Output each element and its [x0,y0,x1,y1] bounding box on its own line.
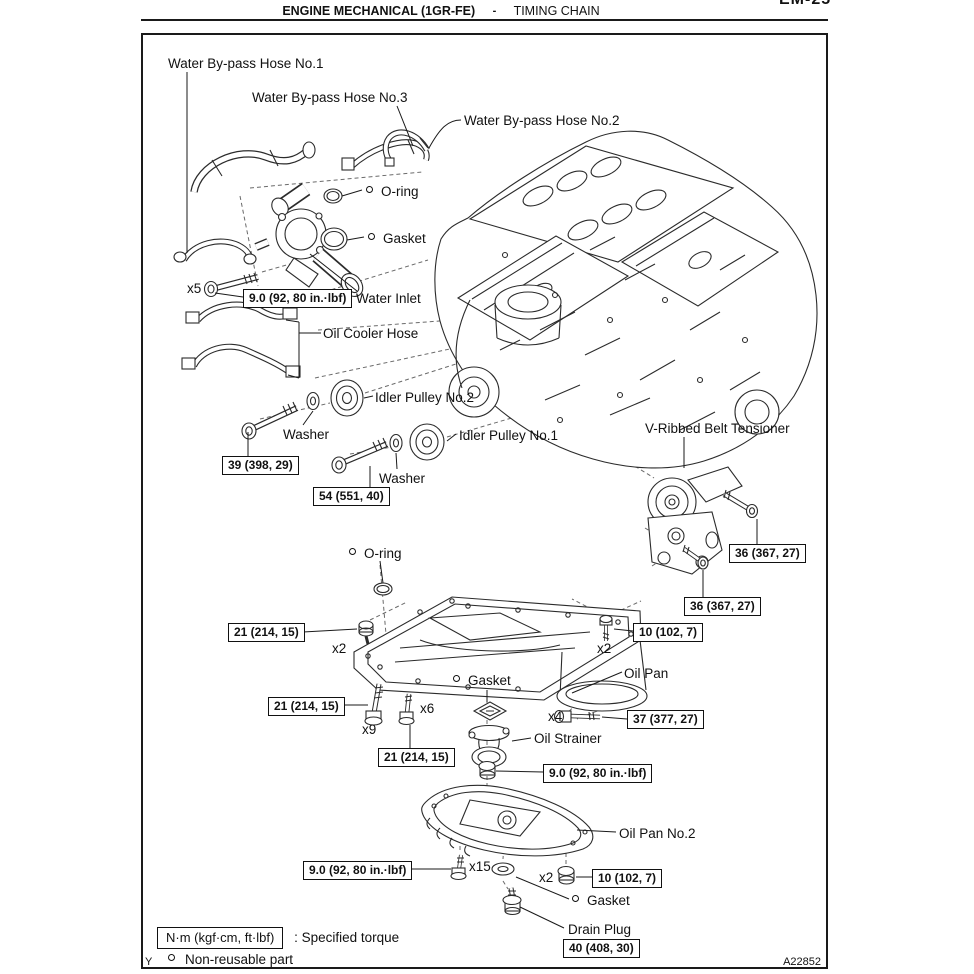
header-rule [141,19,828,21]
legend-torque-row: N·m (kgf·cm, ft·lbf) : Specified torque [157,927,577,949]
torque-legend-box: N·m (kgf·cm, ft·lbf) [157,927,284,949]
figure-frame: N·m (kgf·cm, ft·lbf) : Specified torque … [141,33,828,969]
corner-mark: Y [145,956,153,968]
header-subsection: TIMING CHAIN [513,4,600,18]
non-reusable-marker-icon [168,954,175,961]
figure-code: A22852 [783,956,821,968]
page-header: ENGINE MECHANICAL (1GR-FE) - TIMING CHAI… [141,4,741,18]
header-separator: - [492,5,497,17]
legend: N·m (kgf·cm, ft·lbf) : Specified torque … [157,927,577,970]
page-number: EM-25 [779,0,831,9]
non-reusable-label: Non-reusable part [185,952,294,967]
header-section: ENGINE MECHANICAL (1GR-FE) [282,4,476,18]
torque-legend-meaning: : Specified torque [294,930,400,945]
legend-nonreusable-row: Non-reusable part [157,952,577,967]
